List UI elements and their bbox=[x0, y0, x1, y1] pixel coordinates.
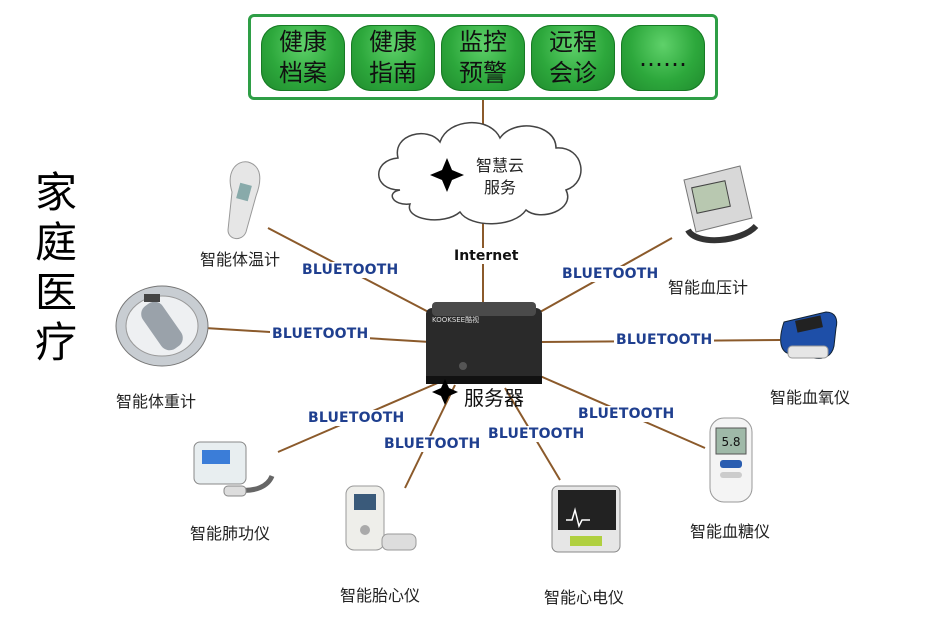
glucometer-icon: 5.8 bbox=[709, 417, 753, 503]
server-label: 服务器 bbox=[464, 386, 524, 410]
internet-label: Internet bbox=[452, 248, 521, 264]
glucometer-reading: 5.8 bbox=[721, 435, 740, 449]
blood-pressure-icon bbox=[683, 165, 759, 244]
service-monitoring-alert: 监控 预警 bbox=[441, 25, 525, 91]
service-line: 档案 bbox=[279, 59, 327, 87]
cloud-label: 智慧云 服务 bbox=[476, 155, 524, 199]
oximeter-icon bbox=[780, 311, 838, 359]
sparkle-icon bbox=[432, 379, 458, 405]
sparkle-icon bbox=[430, 158, 464, 192]
device-label-oximeter: 智能血氧仪 bbox=[770, 388, 851, 407]
device-label-ecg: 智能心电仪 bbox=[544, 588, 625, 607]
device-label-glucometer: 智能血糖仪 bbox=[690, 522, 771, 541]
bluetooth-label: BLUETOOTH bbox=[560, 266, 661, 282]
side-title-char: 庭 bbox=[34, 218, 77, 267]
thermometer-icon bbox=[227, 161, 261, 239]
bluetooth-label: BLUETOOTH bbox=[306, 410, 407, 426]
server-icon: KOOKSEE酷视 bbox=[426, 302, 542, 405]
bluetooth-label: BLUETOOTH bbox=[382, 436, 483, 452]
service-health-record: 健康 档案 bbox=[261, 25, 345, 91]
service-line: 预警 bbox=[459, 59, 507, 87]
device-label-fetal: 智能胎心仪 bbox=[340, 586, 421, 605]
server-brand: KOOKSEE酷视 bbox=[432, 315, 479, 324]
service-line: 会诊 bbox=[549, 59, 597, 87]
side-title-char: 疗 bbox=[34, 318, 77, 367]
fetal-doppler-icon bbox=[345, 485, 417, 551]
device-label-spirometer: 智能肺功仪 bbox=[190, 524, 271, 543]
side-title-char: 家 bbox=[34, 168, 77, 217]
spirometer-icon bbox=[193, 441, 275, 497]
service-remote-consultation: 远程 会诊 bbox=[531, 25, 615, 91]
device-label-bp: 智能血压计 bbox=[668, 278, 749, 297]
bluetooth-label: BLUETOOTH bbox=[614, 332, 715, 348]
scale-icon bbox=[115, 285, 209, 367]
side-title: 家 庭 医 疗 bbox=[32, 168, 80, 368]
service-line: 远程 bbox=[549, 28, 597, 56]
bluetooth-label: BLUETOOTH bbox=[576, 406, 677, 422]
service-line: 健康 bbox=[369, 28, 417, 56]
service-line: …… bbox=[639, 43, 687, 72]
service-line: 监控 bbox=[459, 28, 507, 56]
bluetooth-label: BLUETOOTH bbox=[270, 326, 371, 342]
service-health-guide: 健康 指南 bbox=[351, 25, 435, 91]
cloud-line: 服务 bbox=[484, 178, 517, 197]
ecg-icon bbox=[551, 485, 621, 553]
service-more: …… bbox=[621, 25, 705, 91]
service-line: 指南 bbox=[369, 59, 417, 87]
device-label-thermometer: 智能体温计 bbox=[200, 250, 281, 269]
service-panel: 健康 档案 健康 指南 监控 预警 远程 会诊 …… bbox=[248, 14, 718, 100]
bluetooth-label: BLUETOOTH bbox=[300, 262, 401, 278]
cloud-shape bbox=[378, 122, 582, 225]
service-line: 健康 bbox=[279, 28, 327, 56]
cloud-line: 智慧云 bbox=[476, 156, 525, 175]
side-title-char: 医 bbox=[34, 268, 77, 317]
bluetooth-label: BLUETOOTH bbox=[486, 426, 587, 442]
device-label-scale: 智能体重计 bbox=[116, 392, 197, 411]
